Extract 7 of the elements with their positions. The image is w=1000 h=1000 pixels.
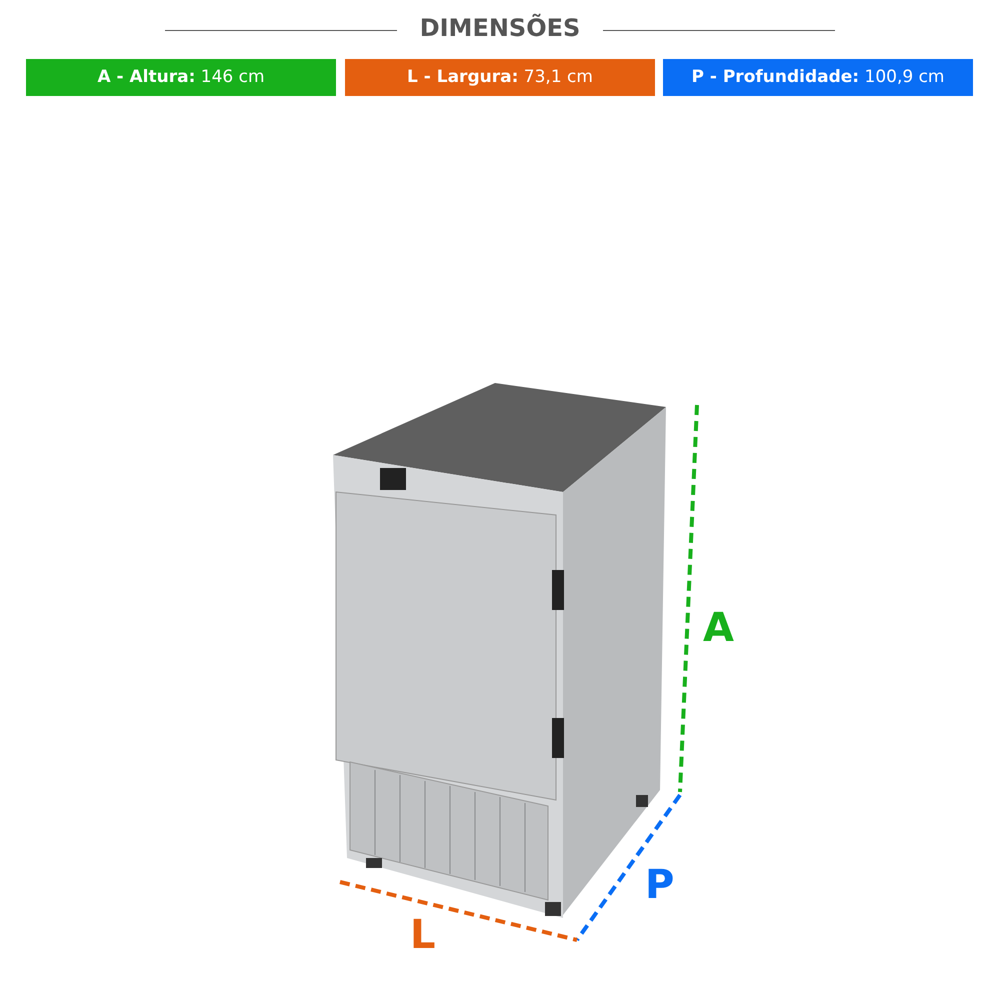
dimension-letter: P: [645, 862, 674, 908]
title: DIMENSÕES: [418, 14, 582, 42]
dimension-legend-bar: A - Altura: 146 cm: [26, 59, 336, 96]
dimension-letter: A: [703, 605, 734, 651]
dimension-letter: L: [410, 912, 436, 958]
dimension-legend-bar: L - Largura: 73,1 cm: [345, 59, 655, 96]
dimension-legend-bar: P - Profundidade: 100,9 cm: [663, 59, 973, 96]
